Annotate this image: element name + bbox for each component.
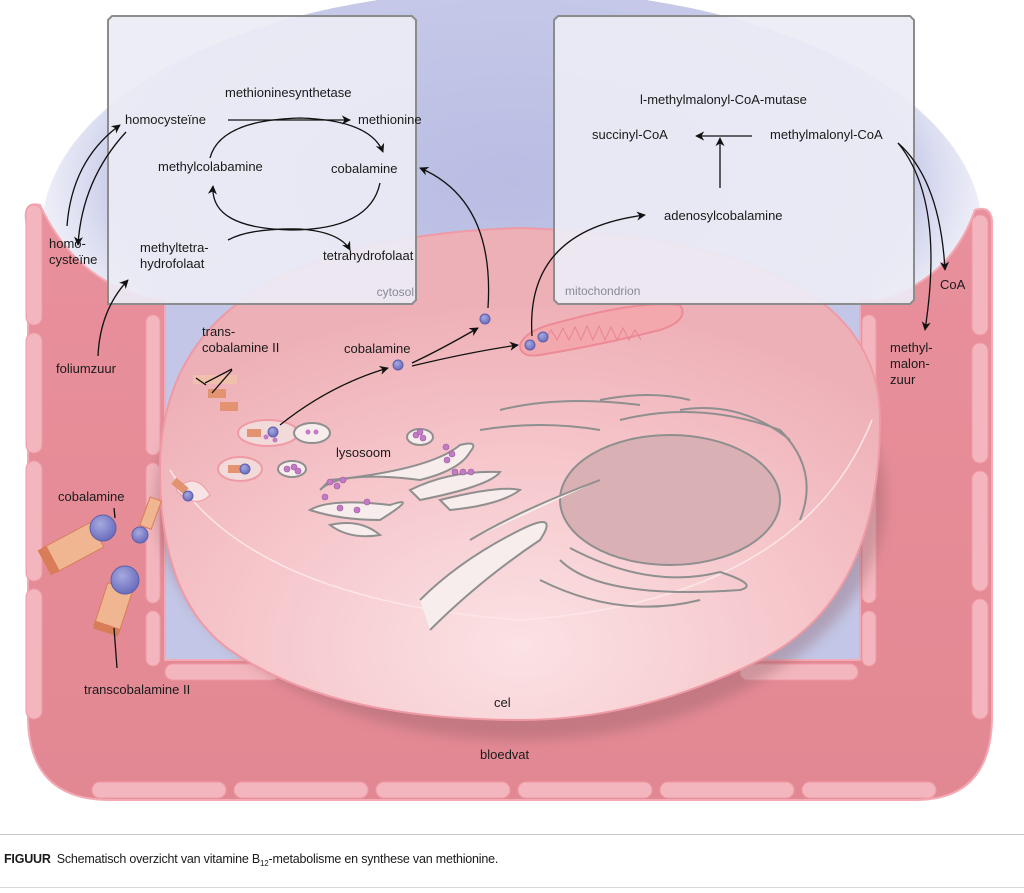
caption-text-before: Schematisch overzicht van vitamine B <box>56 852 261 866</box>
label-lysosome: lysosoom <box>336 445 391 460</box>
label-methylmalonyl-coa-mutase: l-methylmalonyl-CoA-mutase <box>640 92 807 107</box>
figure-caption: FIGUUR Schematisch overzicht van vitamine… <box>4 852 498 868</box>
label-cobalamin-vessel: cobalamine <box>58 489 125 504</box>
label-homocysteine-outside-1: homo- <box>49 236 86 251</box>
label-homocysteine: homocysteïne <box>125 112 206 127</box>
mitochondrion-box <box>553 15 915 305</box>
caption-tag: FIGUUR <box>4 852 51 866</box>
degraded-transcobalamin <box>193 375 238 411</box>
label-mitochondrion-region: mitochondrion <box>565 284 640 298</box>
label-methylmalonic-acid-3: zuur <box>890 372 916 387</box>
label-transcobalamin-vessel: transcobalamine II <box>84 682 190 697</box>
transcobalamin-cobalamin-complexes <box>37 496 163 637</box>
caption-divider-top <box>0 834 1024 835</box>
endoplasmic-reticulum <box>479 394 808 608</box>
label-cobalamin-cytosol: cobalamine <box>331 161 398 176</box>
label-homocysteine-outside-2: cysteïne <box>49 252 97 267</box>
mitochondrion <box>518 303 684 357</box>
cytosol-box <box>107 15 417 305</box>
cell <box>155 226 885 740</box>
label-methylcobalamin: methylcolabamine <box>158 159 263 174</box>
label-methyltetrahydrofolate-2: hydrofolaat <box>140 256 205 271</box>
label-succinyl-coa: succinyl-CoA <box>592 127 668 142</box>
label-methionine-synthase: methioninesynthetase <box>225 85 351 100</box>
caption-text-after: -metabolisme en synthese van methionine. <box>268 852 499 866</box>
lysosome-dots <box>283 426 475 514</box>
label-methionine: methionine <box>358 112 422 127</box>
golgi-lysosomes <box>307 442 601 631</box>
label-cell: cel <box>494 695 511 710</box>
cobalamin-molecule-to-cytosol <box>479 313 491 325</box>
label-methyltetrahydrofolate-1: methyltetra- <box>140 240 209 255</box>
label-cytosol-region: cytosol <box>377 285 414 299</box>
vitamin-b12-metabolism-diagram: methioninesynthetase homocysteïne methio… <box>24 0 993 801</box>
label-blood-vessel: bloedvat <box>480 747 530 762</box>
pathway-arrows <box>66 115 950 669</box>
caption-divider-bottom <box>0 887 1024 888</box>
label-methylmalonic-acid-2: malon- <box>890 356 930 371</box>
label-methylmalonyl-coa: methylmalonyl-CoA <box>770 127 883 142</box>
label-methylmalonic-acid-1: methyl- <box>890 340 933 355</box>
caption-subscript: 12 <box>260 859 269 868</box>
label-folic-acid: foliumzuur <box>56 361 117 376</box>
label-coa: CoA <box>940 277 966 292</box>
label-transcobalamin-cell-1: trans- <box>202 324 235 339</box>
endosome <box>171 419 331 502</box>
label-adenosylcobalamin: adenosylcobalamine <box>664 208 783 223</box>
label-cobalamin-cell: cobalamine <box>344 341 411 356</box>
cobalamin-molecule-cytosol <box>392 359 404 371</box>
label-transcobalamin-cell-2: cobalamine II <box>202 340 279 355</box>
label-tetrahydrofolate: tetrahydrofolaat <box>323 248 414 263</box>
nucleus <box>559 434 781 566</box>
